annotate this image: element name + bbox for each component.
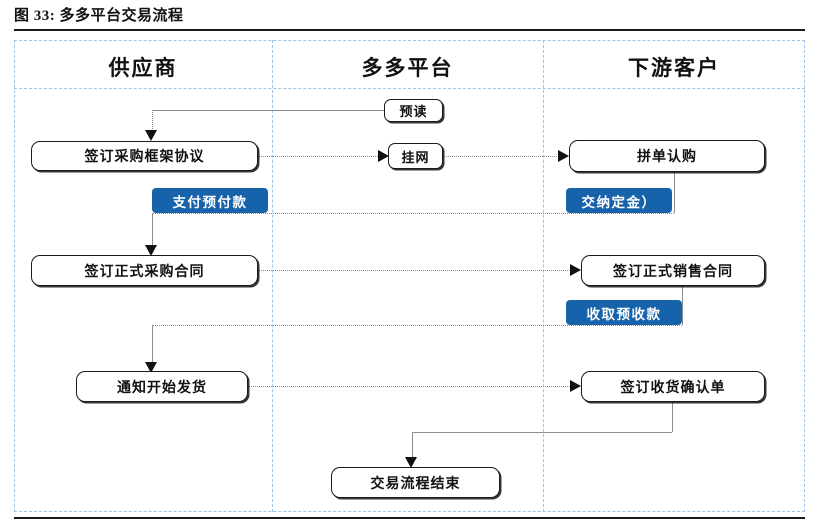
node-formal-sales-contract[interactable]: 签订正式销售合同 [581, 255, 765, 286]
connector-frame-to-listing [258, 156, 384, 157]
node-group-subscribe[interactable]: 拼单认购 [569, 140, 765, 172]
node-listing[interactable]: 挂网 [388, 143, 443, 169]
tag-advance-receipt: 收取预收款 [566, 300, 682, 325]
connector-listing-to-subscribe [443, 156, 563, 157]
lane-header-divider [14, 88, 805, 89]
connector-prepay-down [152, 213, 153, 248]
lane-header-supplier: 供应商 [108, 56, 178, 80]
node-frame-agreement[interactable]: 签订采购框架协议 [31, 141, 258, 171]
node-process-end[interactable]: 交易流程结束 [331, 467, 500, 498]
lane-header-customer: 下游客户 [628, 56, 720, 80]
arrowhead-into-formal-sales [570, 264, 581, 276]
arrowhead-into-formal-purchase [145, 245, 157, 256]
connector-subscribe-down [674, 172, 675, 213]
arrowhead-into-notify-shipment [145, 362, 157, 373]
connector-receipt-to-end-h [412, 432, 672, 433]
arrowhead-into-frame-agreement [145, 130, 157, 141]
title-divider-rule [14, 29, 805, 31]
arrowhead-into-listing [378, 150, 389, 162]
connector-advance-down [152, 325, 153, 366]
connector-receipt-to-end-v [412, 432, 413, 460]
connector-preread-to-frame-h [152, 110, 388, 111]
connector-sales-down [682, 286, 683, 325]
arrowhead-into-receipt-confirmation [570, 380, 581, 392]
lane-divider-1 [272, 40, 273, 512]
lane-header-platform: 多多平台 [361, 56, 454, 80]
connector-prepay-row-h [152, 213, 674, 214]
arrowhead-into-subscribe [558, 150, 569, 162]
connector-preread-to-frame-v [152, 110, 153, 133]
connector-notify-to-receipt [248, 386, 576, 387]
arrowhead-into-process-end [405, 457, 417, 468]
lane-divider-2 [543, 40, 544, 512]
node-notify-shipment[interactable]: 通知开始发货 [76, 371, 248, 402]
node-formal-purchase-contract[interactable]: 签订正式采购合同 [31, 255, 258, 286]
tag-prepayment: 支付预付款 [152, 188, 268, 213]
tag-deposit: 交纳定金） [566, 188, 672, 213]
bottom-divider-rule [14, 517, 805, 519]
node-receipt-confirmation[interactable]: 签订收货确认单 [581, 371, 765, 402]
connector-receipt-down [672, 402, 673, 432]
figure-title: 图 33: 多多平台交易流程 [14, 8, 184, 24]
node-pre-read[interactable]: 预读 [384, 99, 443, 122]
connector-advance-row-h [152, 325, 682, 326]
swimlane-frame [14, 40, 805, 512]
connector-purchase-to-sales [258, 270, 576, 271]
